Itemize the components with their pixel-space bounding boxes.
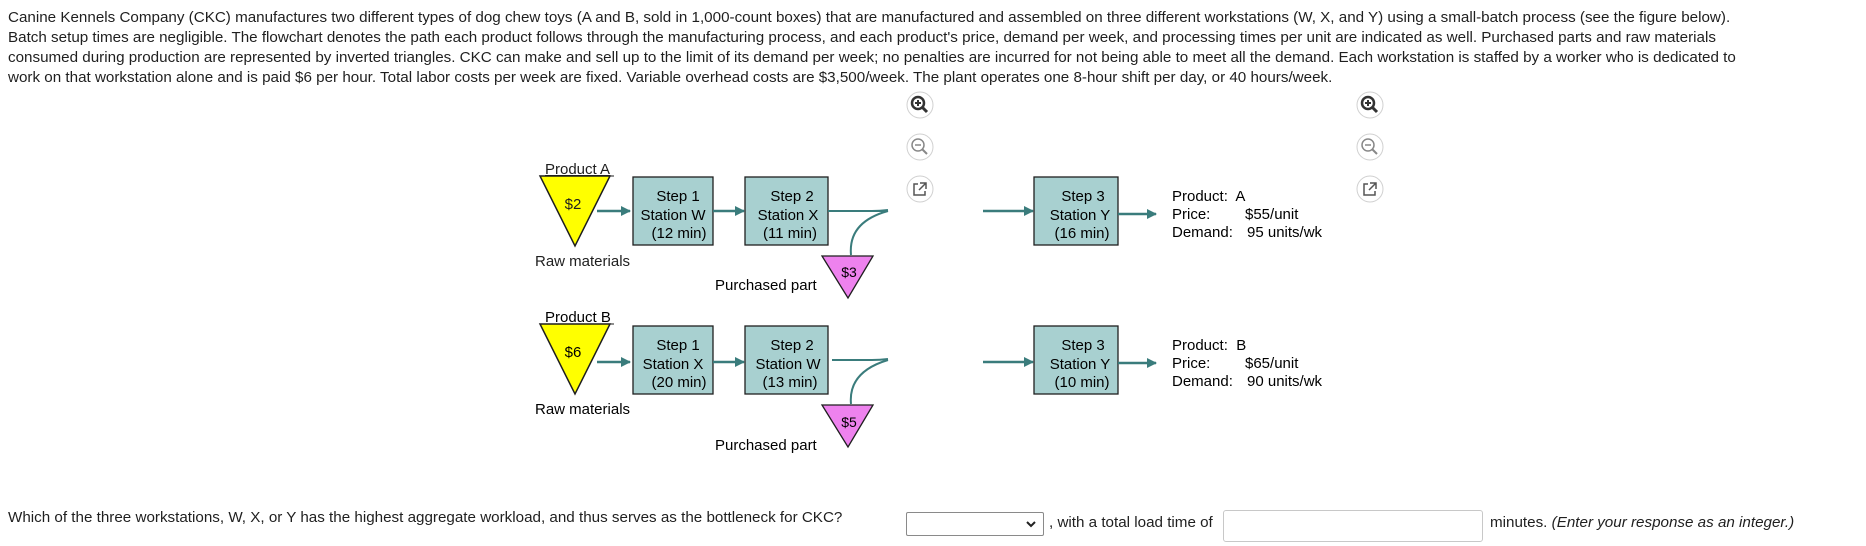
question-middle: , with a total load time of	[1049, 514, 1213, 531]
price-label-b: Price:	[1172, 355, 1210, 372]
load-time-input[interactable]	[1223, 510, 1483, 542]
units-label: minutes.	[1490, 514, 1548, 531]
price-label-a: Price:	[1172, 206, 1210, 223]
step3-name-b: Step 3	[1061, 337, 1104, 354]
raw-materials-label-b: Raw materials	[535, 401, 630, 418]
raw-materials-triangle-b	[538, 323, 612, 396]
demand-value-b: 90 units/wk	[1247, 373, 1323, 390]
purchased-cost-b: $5	[841, 414, 857, 430]
process-flowchart: Product A $2 Raw materials Step 1 Statio…	[535, 161, 1323, 454]
step2-station-a: Station X	[758, 207, 819, 224]
raw-cost-b: $6	[565, 344, 582, 361]
step2-time-b: (13 min)	[762, 374, 817, 391]
step3-box-a	[1033, 176, 1119, 246]
purchased-part-triangle-a	[820, 255, 875, 300]
step3-station-b: Station Y	[1050, 356, 1111, 373]
demand-label-b: Demand:	[1172, 373, 1233, 390]
raw-materials-triangle-a	[538, 175, 612, 248]
open-external-icon	[1356, 175, 1384, 203]
question-suffix: minutes. (Enter your response as an inte…	[1490, 514, 1794, 531]
step1-station-a: Station W	[640, 207, 706, 224]
problem-line: Canine Kennels Company (CKC) manufacture…	[8, 9, 1731, 26]
step1-box-b	[632, 325, 714, 395]
zoom-out-button-right[interactable]	[1355, 132, 1385, 162]
problem-line: consumed during production are represent…	[8, 49, 1736, 66]
question-prefix: Which of the three workstations, W, X, o…	[8, 509, 843, 526]
integer-note: (Enter your response as an integer.)	[1551, 514, 1795, 531]
price-value-a: $55/unit	[1245, 206, 1299, 223]
step2-box-a	[744, 176, 829, 246]
demand-value-a: 95 units/wk	[1247, 224, 1323, 241]
chevron-down-icon	[1026, 521, 1036, 528]
step2-time-a: (11 min)	[763, 225, 817, 242]
open-external-icon	[906, 175, 934, 203]
step1-name-b: Step 1	[656, 337, 699, 354]
zoom-in-button-right[interactable]	[1355, 90, 1385, 120]
price-value-b: $65/unit	[1245, 355, 1299, 372]
open-external-button[interactable]	[905, 174, 935, 204]
step2-station-b: Station W	[755, 356, 821, 373]
raw-cost-a: $2	[565, 196, 582, 213]
step1-box-a	[632, 176, 714, 246]
step3-station-a: Station Y	[1050, 207, 1111, 224]
step1-time-b: (20 min)	[651, 374, 706, 391]
open-external-button-right[interactable]	[1355, 174, 1385, 204]
step1-station-b: Station X	[643, 356, 704, 373]
problem-line: Batch setup times are negligible. The fl…	[8, 29, 1716, 46]
product-b-title: Product B	[545, 309, 611, 326]
purchased-cost-a: $3	[841, 264, 857, 280]
problem-statement: Canine Kennels Company (CKC) manufacture…	[8, 8, 1860, 88]
workstation-select[interactable]	[906, 512, 1044, 536]
zoom-in-button[interactable]	[905, 90, 935, 120]
purchased-part-label-b: Purchased part	[715, 437, 818, 454]
product-b-name: Product: B	[1172, 337, 1246, 354]
purchased-part-triangle-b	[820, 404, 875, 449]
zoom-out-icon	[906, 133, 934, 161]
step2-box-b	[744, 325, 829, 395]
zoom-in-icon	[906, 91, 934, 119]
step3-time-a: (16 min)	[1054, 225, 1109, 242]
demand-label-a: Demand:	[1172, 224, 1233, 241]
purchased-part-label-a: Purchased part	[715, 277, 818, 294]
product-a-flow: Product A $2 Raw materials Step 1 Statio…	[535, 161, 1323, 300]
step2-name-a: Step 2	[770, 188, 813, 205]
raw-materials-label-a: Raw materials	[535, 253, 630, 270]
step1-name-a: Step 1	[656, 188, 699, 205]
product-a-title: Product A	[545, 161, 610, 178]
zoom-out-button[interactable]	[905, 132, 935, 162]
step3-time-b: (10 min)	[1054, 374, 1109, 391]
zoom-in-icon	[1356, 91, 1384, 119]
zoom-out-icon	[1356, 133, 1384, 161]
problem-line: work on that workstation alone and is pa…	[8, 69, 1333, 86]
step1-time-a: (12 min)	[651, 225, 706, 242]
product-a-name: Product: A	[1172, 188, 1245, 205]
step3-name-a: Step 3	[1061, 188, 1104, 205]
step3-box-b	[1033, 325, 1119, 395]
step2-name-b: Step 2	[770, 337, 813, 354]
product-b-flow: Product B $6 Raw materials Step 1 Statio…	[535, 309, 1323, 454]
